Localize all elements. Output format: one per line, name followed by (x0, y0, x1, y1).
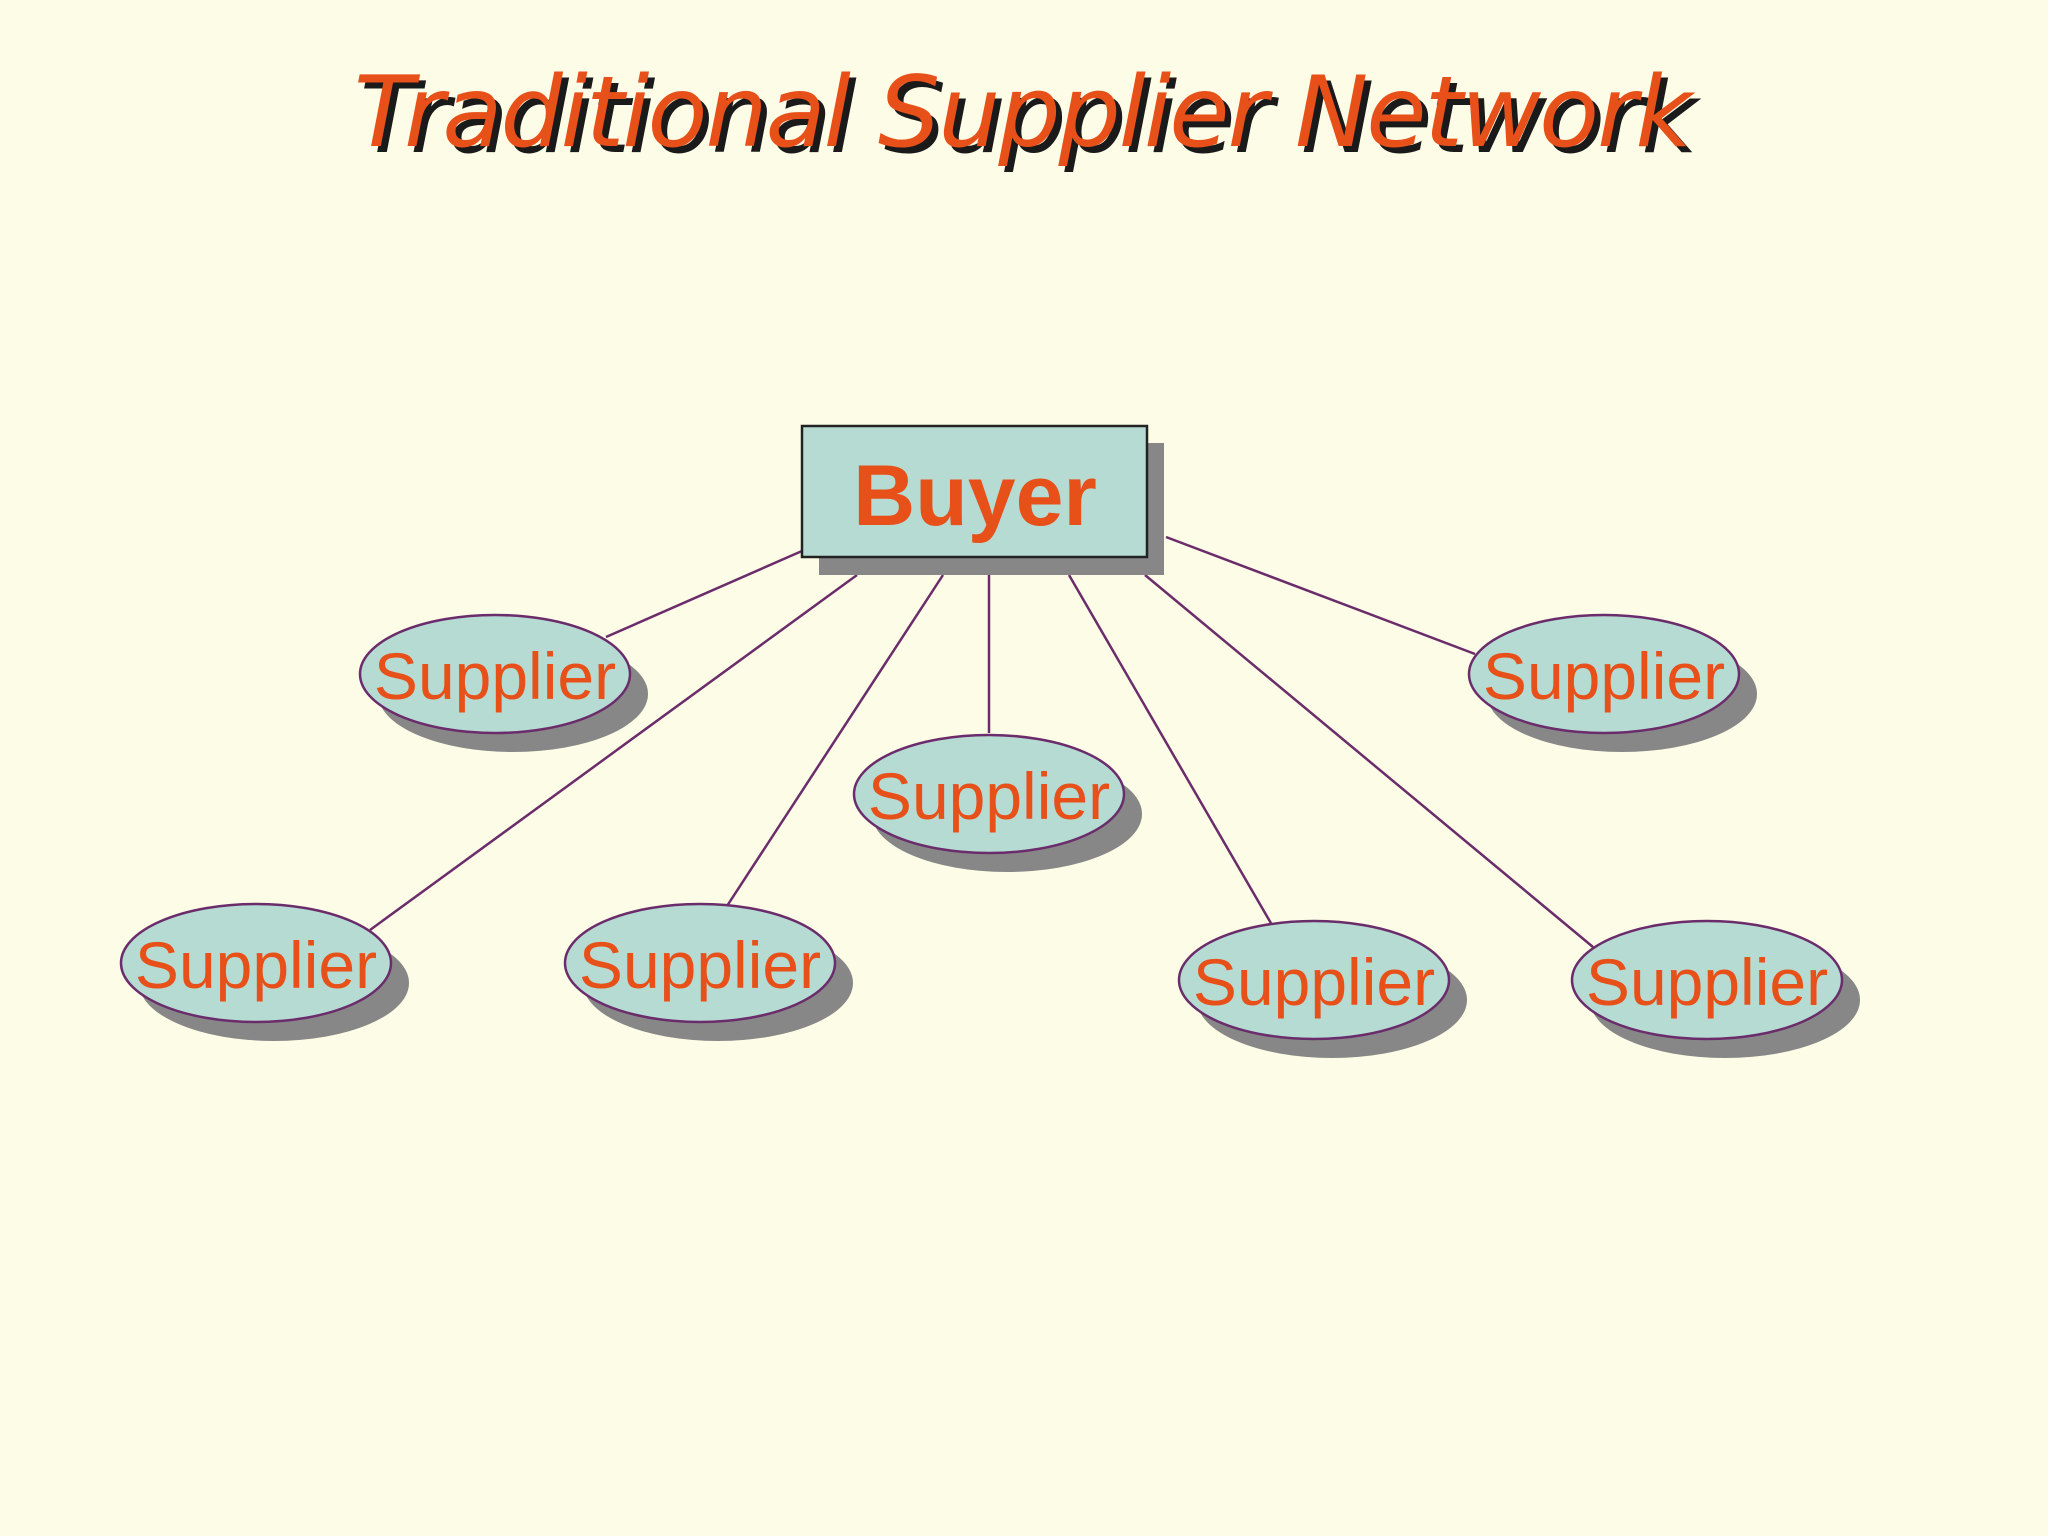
supplier-node-lower-right: Supplier (1177, 919, 1467, 1058)
supplier-node-upper-right: Supplier (1467, 613, 1757, 752)
supplier-node-label: Supplier (135, 928, 377, 1002)
connectors (369, 535, 1594, 948)
connector-supplier-upper-left (605, 549, 803, 639)
supplier-node-ellipse (1570, 919, 1844, 1041)
supplier-node-lower-far-left: Supplier (119, 902, 409, 1041)
supplier-node-label: Supplier (868, 759, 1110, 833)
supplier-node-ellipse (119, 902, 393, 1024)
connector-supplier-lower-far-right (1144, 574, 1594, 948)
connector-supplier-upper-right (1165, 535, 1476, 656)
connector-supplier-lower-far-left (369, 573, 858, 932)
supplier-node-label: Supplier (1193, 945, 1435, 1019)
slide-title-text: Traditional Supplier Network (354, 56, 1696, 170)
supplier-node-label: Supplier (1586, 945, 1828, 1019)
supplier-node-upper-left: Supplier (358, 613, 648, 752)
supplier-node-center: Supplier (852, 733, 1142, 872)
supplier-node-lower-far-right: Supplier (1570, 919, 1860, 1058)
supplier-node-ellipse (563, 902, 837, 1024)
buyer-node: Buyer (800, 424, 1164, 575)
buyer-node-box (800, 424, 1149, 559)
buyer-node-label: Buyer (853, 448, 1097, 544)
connector-supplier-lower-left (725, 574, 945, 907)
supplier-node-label: Supplier (1483, 639, 1725, 713)
supplier-node-label: Supplier (579, 928, 821, 1002)
slide-title: Traditional Supplier Network Traditional… (354, 56, 1704, 176)
supplier-node-ellipse (1177, 919, 1451, 1041)
supplier-node-lower-left: Supplier (563, 902, 853, 1041)
supplier-node-ellipse (852, 733, 1126, 855)
supplier-node-label: Supplier (374, 639, 616, 713)
supplier-node-ellipse (358, 613, 632, 735)
supplier-node-ellipse (1467, 613, 1741, 735)
slide-title-shadow: Traditional Supplier Network (360, 62, 1702, 176)
connector-supplier-lower-right (1067, 574, 1274, 926)
